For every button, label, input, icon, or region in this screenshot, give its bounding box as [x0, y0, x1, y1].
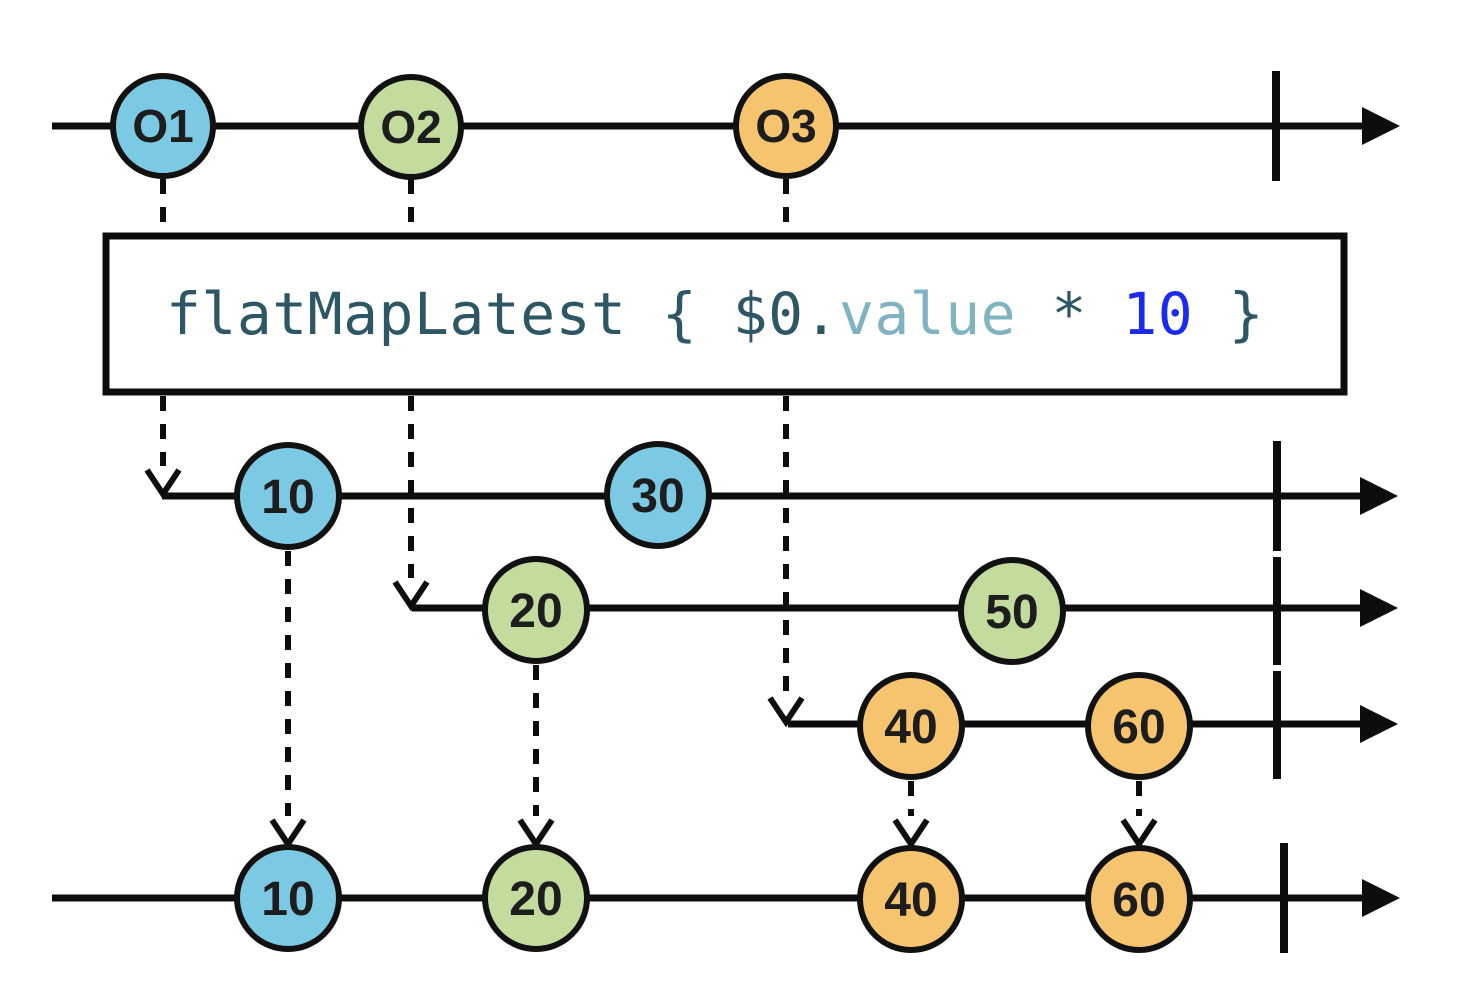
code-segment: * — [1016, 280, 1122, 348]
marble-circle — [482, 844, 590, 952]
marble-out-10: 10 — [234, 844, 342, 952]
marble-label: O1 — [132, 100, 193, 152]
source-timeline — [52, 71, 1400, 181]
marble-label: 40 — [884, 874, 937, 927]
marble-circle — [110, 73, 216, 179]
marble-label: 30 — [631, 470, 684, 523]
marble-circle — [234, 844, 342, 952]
arrowhead-down-icon — [1120, 818, 1158, 850]
marble-circle — [1085, 672, 1193, 780]
arrowhead-down-icon — [269, 818, 307, 850]
marble-circle — [604, 441, 712, 549]
arrowhead-right-icon — [1360, 589, 1398, 627]
marble-circle — [234, 442, 342, 550]
marble-label: 10 — [261, 471, 314, 524]
operator-box — [102, 232, 1348, 396]
marble-label: 40 — [884, 701, 937, 754]
code-segment: value — [839, 280, 1016, 348]
marble-circle — [482, 556, 590, 664]
marble-o3: O3 — [733, 73, 839, 179]
marble-circle — [358, 74, 464, 180]
operator: flatMapLatest { $0.value * 10 } — [102, 232, 1348, 396]
marble-circle — [857, 672, 965, 780]
arrowhead-right-icon — [1362, 107, 1400, 145]
arrowhead-right-icon — [1360, 705, 1398, 743]
marble-label: 60 — [1112, 701, 1165, 754]
arrowhead-right-icon — [1360, 477, 1398, 515]
marble-label: 50 — [985, 586, 1038, 639]
arrowhead-down-icon — [392, 580, 430, 612]
code-segment: 10 — [1122, 280, 1193, 348]
marble-inner-40: 40 — [857, 672, 965, 780]
marble-label: 20 — [509, 873, 562, 926]
marble-label: 20 — [509, 585, 562, 638]
arrowhead-right-icon — [1362, 879, 1400, 917]
marble-label: 10 — [261, 873, 314, 926]
marble-circle — [857, 845, 965, 953]
dashed-connectors — [144, 179, 1158, 850]
marble-inner-20: 20 — [482, 556, 590, 664]
marble-circle — [1085, 845, 1193, 953]
marble-out-60: 60 — [1085, 845, 1193, 953]
arrowhead-down-icon — [767, 696, 805, 728]
arrowhead-down-icon — [892, 818, 930, 850]
code-segment: } — [1193, 280, 1264, 348]
marble-label: O3 — [755, 100, 816, 152]
marble-o1: O1 — [110, 73, 216, 179]
marble-out-20: 20 — [482, 844, 590, 952]
marble-label: 60 — [1112, 874, 1165, 927]
code-segment: flatMapLatest { $0. — [166, 280, 839, 348]
marble-inner-30: 30 — [604, 441, 712, 549]
marble-out-40: 40 — [857, 845, 965, 953]
marble-inner-50: 50 — [958, 557, 1066, 665]
marble-circle — [733, 73, 839, 179]
marble-circle — [958, 557, 1066, 665]
arrowhead-down-icon — [144, 468, 182, 500]
marble-label: O2 — [380, 101, 441, 153]
marble-o2: O2 — [358, 74, 464, 180]
marble-inner-60: 60 — [1085, 672, 1193, 780]
operator-code: flatMapLatest { $0.value * 10 } — [166, 280, 1264, 348]
arrowhead-down-icon — [517, 818, 555, 850]
inner-timeline-1 — [162, 441, 1398, 551]
marble-inner-10: 10 — [234, 442, 342, 550]
